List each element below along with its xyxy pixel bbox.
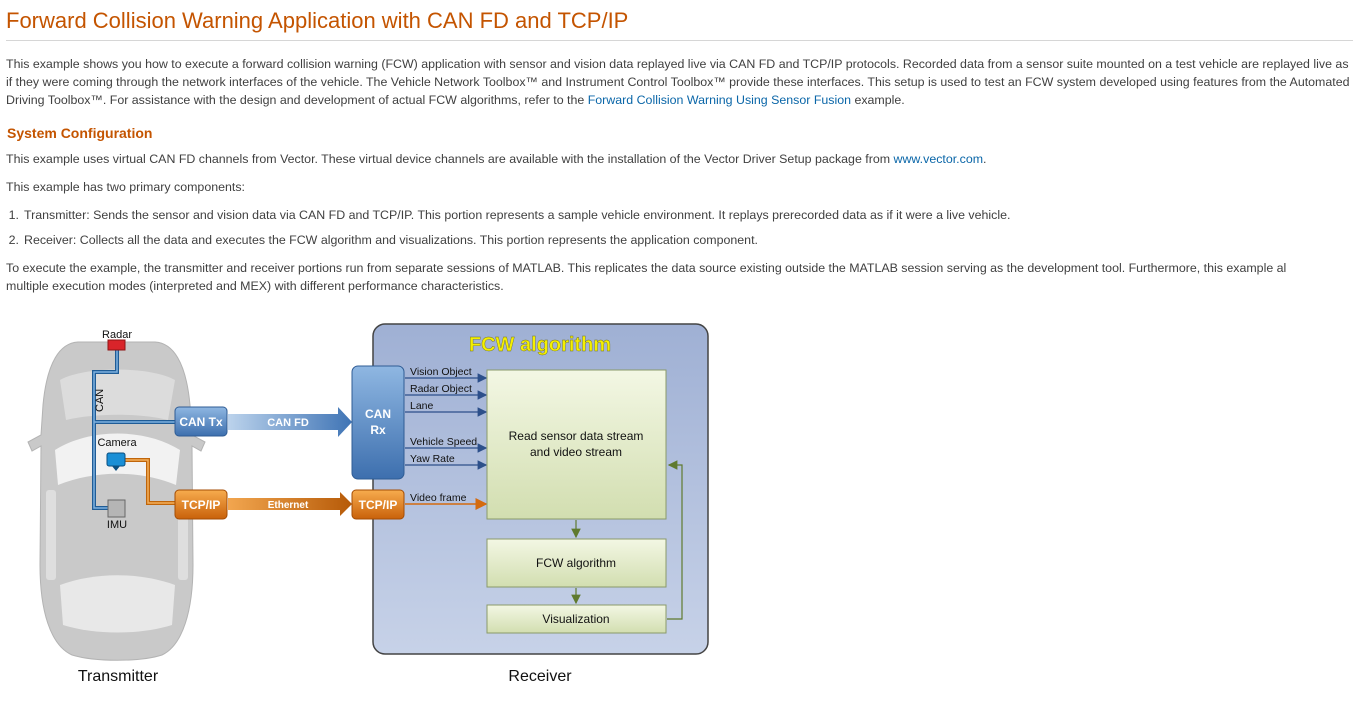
radar-icon xyxy=(107,339,126,351)
list-number: 1. xyxy=(8,208,19,222)
camera-label: Camera xyxy=(97,437,137,449)
read-sensor-block xyxy=(486,369,667,520)
signal-label: Yaw Rate xyxy=(410,453,455,465)
signal-label: Vision Object xyxy=(410,366,472,378)
list-number: 2. xyxy=(8,233,19,247)
signal-label: Video frame xyxy=(410,492,467,504)
imu-icon xyxy=(107,499,126,518)
signal-label: Vehicle Speed xyxy=(410,436,477,448)
transmitter-label: Transmitter xyxy=(78,668,159,685)
can-rx-label-1: CAN xyxy=(365,407,391,421)
fcw-sensor-fusion-link[interactable]: Forward Collision Warning Using Sensor F… xyxy=(587,93,852,107)
can-rx-label-2: Rx xyxy=(370,423,386,437)
can-tx-label: CAN Tx xyxy=(179,415,223,429)
tcpip-rx-block xyxy=(351,489,405,520)
system-diagram: Radar CAN Camera IMU CAN Tx TCP/IP CAN F… xyxy=(27,323,709,685)
radar-label: Radar xyxy=(102,329,132,341)
fcw-algorithm-block xyxy=(486,538,667,588)
visualization-label: Visualization xyxy=(542,612,609,626)
intro-text: This example shows you how to execute a … xyxy=(6,57,1350,107)
visualization-block xyxy=(486,604,667,634)
can-fd-label: CAN FD xyxy=(267,417,309,429)
signal-label: Radar Object xyxy=(410,383,472,395)
execution-paragraph-line1: To execute the example, the transmitter … xyxy=(6,261,1287,275)
tcpip-tx-label: TCP/IP xyxy=(182,498,221,512)
tcpip-rx-label: TCP/IP xyxy=(359,498,398,512)
signal-label: Lane xyxy=(410,400,434,412)
list-item: 1. Transmitter: Sends the sensor and visi… xyxy=(0,206,1011,224)
tcpip-tx-block xyxy=(174,489,228,520)
camera-icon xyxy=(106,452,126,467)
vector-text-end: . xyxy=(983,152,987,166)
components-paragraph: This example has two primary components: xyxy=(6,180,245,194)
ethernet-label: Ethernet xyxy=(268,500,309,511)
list-text: Transmitter: Sends the sensor and vision… xyxy=(24,208,1011,222)
imu-label: IMU xyxy=(107,519,127,531)
list-item: 2. Receiver: Collects all the data and ex… xyxy=(0,231,758,249)
fcw-algorithm-label: FCW algorithm xyxy=(536,556,616,570)
can-bus-label: CAN xyxy=(94,389,106,412)
can-tx-block xyxy=(174,406,228,437)
can-fd-arrow xyxy=(228,407,352,437)
system-config-heading: System Configuration xyxy=(7,125,153,141)
list-text: Receiver: Collects all the data and exec… xyxy=(24,233,758,247)
read-sensor-label-1: Read sensor data stream xyxy=(509,429,644,443)
vector-text: This example uses virtual CAN FD channel… xyxy=(6,152,894,166)
page-title: Forward Collision Warning Application wi… xyxy=(6,8,1353,41)
can-rx-block xyxy=(351,365,405,480)
fcw-title: FCW algorithm xyxy=(469,334,611,356)
execution-paragraph-line2: multiple execution modes (interpreted an… xyxy=(6,279,504,293)
ethernet-arrow xyxy=(228,492,352,516)
read-sensor-label-2: and video stream xyxy=(530,445,622,459)
intro-paragraph: This example shows you how to execute a … xyxy=(6,55,1351,109)
vector-paragraph: This example uses virtual CAN FD channel… xyxy=(6,150,986,168)
vector-link[interactable]: www.vector.com xyxy=(893,152,984,166)
intro-text-end: example. xyxy=(851,93,905,107)
receiver-label: Receiver xyxy=(508,668,572,685)
